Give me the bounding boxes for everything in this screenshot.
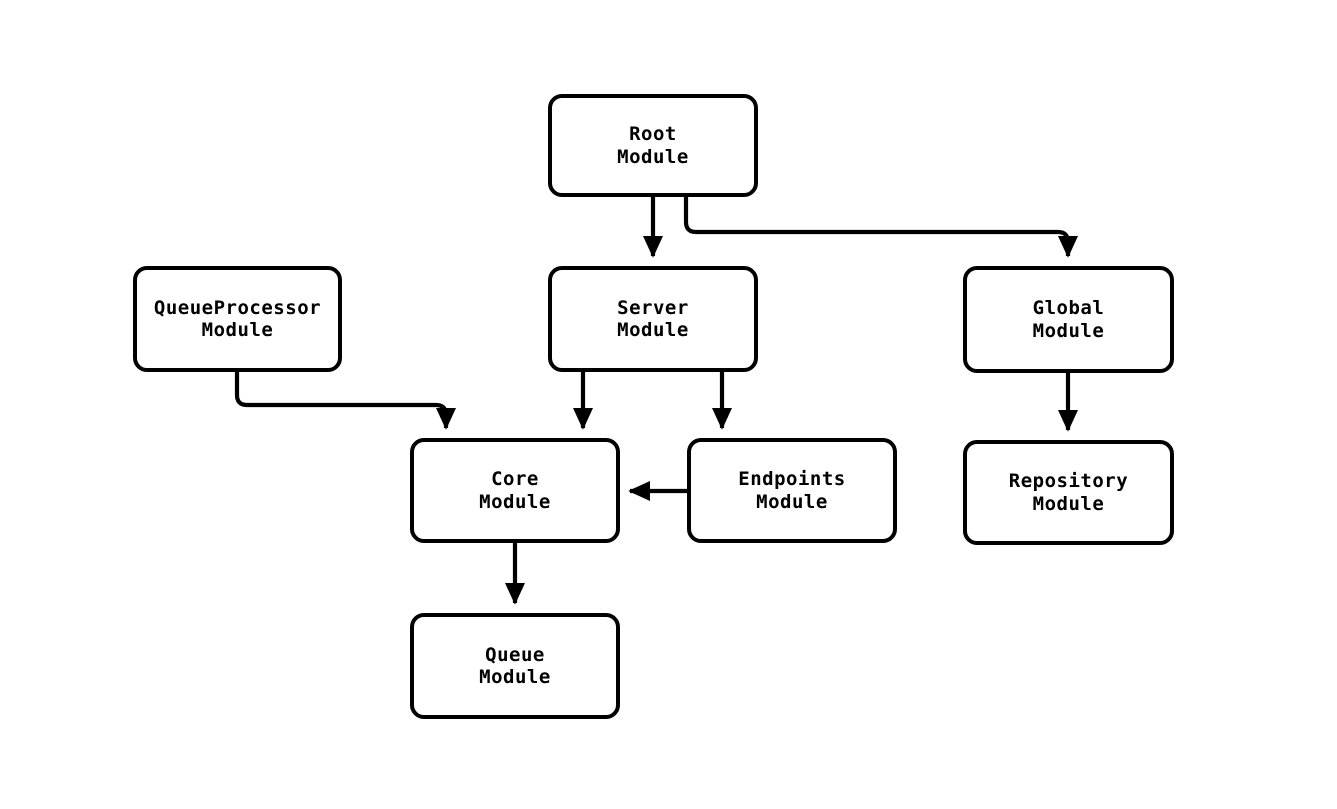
node-queue-module-suffix: Module (479, 666, 551, 688)
node-endpoints-module[interactable]: Endpoints Module (687, 438, 897, 543)
node-server-module[interactable]: Server Module (548, 266, 758, 372)
node-repository-module-name: Repository (1008, 470, 1129, 493)
node-queueprocessor-module-suffix: Module (201, 319, 274, 341)
node-root-module-suffix: Module (617, 145, 689, 168)
node-root-module-name: Root (629, 123, 677, 146)
node-core-module-name: Core (491, 468, 539, 491)
edge-queueprocessor-to-core (234, 372, 457, 430)
node-queueprocessor-module-name: QueueProcessor (153, 296, 322, 319)
node-root-module[interactable]: Root Module (548, 94, 758, 197)
node-repository-module[interactable]: Repository Module (963, 440, 1174, 545)
node-queue-module-name: Queue (485, 643, 545, 666)
node-endpoints-module-suffix: Module (756, 490, 828, 513)
node-queueprocessor-module[interactable]: QueueProcessor Module (133, 266, 342, 372)
node-core-module[interactable]: Core Module (410, 438, 620, 543)
node-queue-module[interactable]: Queue Module (410, 613, 620, 719)
node-global-module-name: Global (1032, 297, 1105, 320)
node-repository-module-suffix: Module (1032, 492, 1105, 515)
edge-root-to-global (683, 197, 1079, 258)
node-global-module[interactable]: Global Module (963, 266, 1174, 373)
node-global-module-suffix: Module (1032, 319, 1105, 342)
node-endpoints-module-name: Endpoints (738, 468, 846, 491)
node-server-module-name: Server (617, 296, 689, 319)
node-server-module-suffix: Module (617, 319, 689, 341)
node-core-module-suffix: Module (479, 490, 551, 513)
